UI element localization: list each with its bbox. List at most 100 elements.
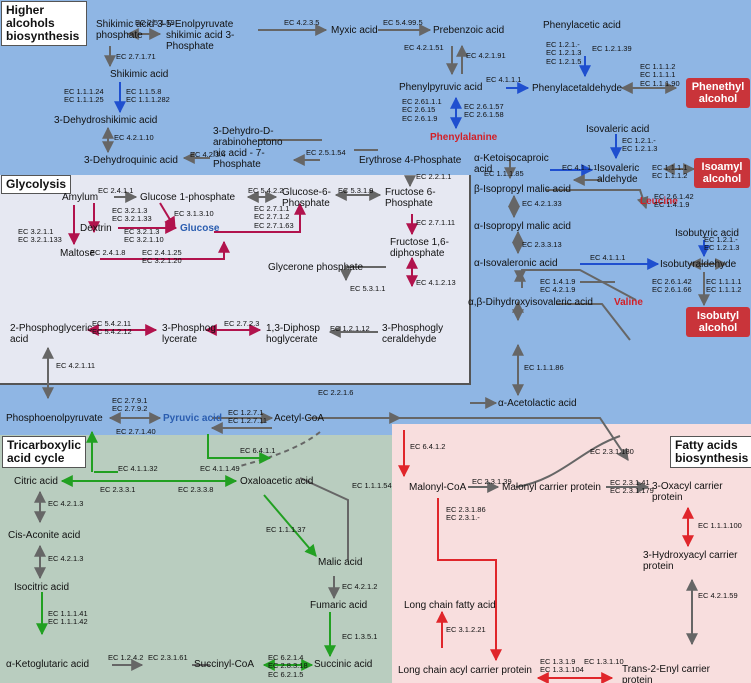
- glycolysis-region: [0, 175, 471, 385]
- node-cisaconite: Cis-Aconite acid: [8, 530, 81, 541]
- enzyme-label: EC 4.2.3.4: [190, 150, 226, 159]
- enzyme-label: EC 2.7.1.1 EC 2.7.1.2 EC 2.7.1.63: [254, 204, 294, 230]
- enzyme-label: EC 4.2.1.3: [48, 554, 84, 563]
- node-glucose1p: Glucose 1-phosphate: [140, 192, 236, 203]
- enzyme-label: EC 4.2.1.11: [56, 361, 96, 370]
- enzyme-label: EC 5.4.2.11 EC 5.4.2.12: [92, 319, 132, 337]
- enzyme-label: EC 4.1.1.49: [200, 464, 240, 473]
- enzyme-label: EC 2.3.3.8: [178, 485, 214, 494]
- enzyme-label: EC 2.4.1.1: [98, 186, 134, 195]
- tca-title: Tricarboxylic acid cycle: [2, 436, 87, 468]
- higher-alcohols-title: Higher alcohols biosynthesis: [1, 1, 87, 46]
- fatty-acids-title: Fatty acids biosynthesis: [670, 436, 751, 468]
- node-ketoisocaproic: α-Ketoisocaproic acid: [474, 153, 549, 175]
- enzyme-label: EC 4.1.1.32: [118, 464, 158, 473]
- enzyme-label: EC 3.1.2.21: [446, 625, 486, 634]
- enzyme-label: EC 1.1.1.41 EC 1.1.1.42: [48, 609, 88, 627]
- enzyme-label: EC 1.1.1.86: [524, 363, 564, 372]
- enzyme-label: EC 2.3.1.39: [472, 477, 512, 486]
- enzyme-label: EC 1.1.1.24 EC 1.1.1.25: [64, 87, 104, 105]
- enzyme-label: EC 2.6.1.42 EC 1.4.1.9: [654, 192, 694, 210]
- enzyme-label: EC 4.1.1.1: [562, 163, 598, 172]
- node-maltose: Maltose: [60, 248, 96, 259]
- node-enoyl-acp: Trans-2-Enyl carrier protein: [622, 664, 710, 683]
- node-glycerone: Glycerone phosphate: [268, 262, 364, 273]
- enzyme-label: EC 4.2.1.59: [698, 591, 738, 600]
- enzyme-label: EC 4.1.1.1: [486, 75, 522, 84]
- product-phenethyl-alcohol: Phenethyl alcohol: [686, 78, 750, 108]
- node-bpg: 1,3-Diphosp hoglycerate: [266, 323, 320, 345]
- node-erythrose: Erythrose 4-Phosphate: [359, 155, 462, 166]
- node-succinylcoa: Succinyl-CoA: [194, 659, 255, 670]
- enzyme-label: EC 1.2.1.- EC 1.2.1.3 EC 1.2.1.5: [546, 40, 582, 66]
- enzyme-label: EC 1.3.1.9 EC 1.3.1.104: [540, 657, 584, 675]
- enzyme-label: EC 2.3.3.1: [100, 485, 136, 494]
- node-malonylcoa: Malonyl-CoA: [409, 482, 467, 493]
- enzyme-label: EC 1.2.1.12: [330, 324, 370, 333]
- enzyme-label: EC 4.2.1.33: [522, 199, 562, 208]
- enzyme-label: EC 6.4.1.1: [240, 446, 276, 455]
- node-citric: Citric acid: [14, 476, 58, 487]
- product-isobutyl-alcohol: Isobutyl alcohol: [686, 307, 750, 337]
- enzyme-label: EC 2.61.1.1 EC 2.6.15 EC 2.6.1.9: [402, 97, 442, 123]
- node-isobutyric: Isobutyric acid: [675, 228, 739, 239]
- node-fructose6p: Fructose 6- Phosphate: [385, 187, 436, 209]
- enzyme-label: EC 1.3.1.10: [584, 657, 624, 666]
- enzyme-label: EC 1.1.1.85: [484, 169, 524, 178]
- node-pga2: 2-Phosphoglyceric acid: [10, 323, 93, 345]
- enzyme-label: EC 4.2.1.51: [404, 43, 444, 52]
- node-dihydroxyisovaleric: α,β-Dihydroxyisovaleric acid: [468, 297, 593, 308]
- enzyme-label: EC 4.1.1.1: [590, 253, 626, 262]
- enzyme-label: EC 2.7.1.11: [416, 218, 456, 227]
- node-dahp: 3-Dehydro-D- arabinoheptono nic acid - 7…: [213, 126, 283, 170]
- node-isocitric: Isocitric acid: [14, 582, 70, 593]
- enzyme-label: EC 1.1.1.1 EC 1.1.1.2: [652, 163, 688, 181]
- node-hydroxyacyl-acp: 3-Hydroxyacyl carrier protein: [643, 550, 738, 572]
- node-isopropylmalic-b: β-Isopropyl malic acid: [474, 184, 571, 195]
- node-dehydroquinic: 3-Dehydroquinic acid: [84, 155, 178, 166]
- node-lc-acyl-acp: Long chain acyl carrier protein: [398, 665, 532, 676]
- enzyme-label: EC 2.4.1.25 EC 3.2.1.20: [142, 248, 182, 266]
- enzyme-label: EC 2.3.1.180: [590, 447, 634, 456]
- enzyme-label: EC 1.1.1.2 EC 1.1.1.1 EC 1.1.1.90: [640, 62, 680, 88]
- node-myxic: Myxic acid: [331, 25, 378, 36]
- enzyme-label: EC 4.2.1.2: [342, 582, 378, 591]
- enzyme-label: EC 2.3.1.86 EC 2.3.1.-: [446, 505, 486, 523]
- enzyme-label: EC 5.3.1.1: [350, 284, 386, 293]
- enzyme-label: EC 1.1.1.37: [266, 525, 306, 534]
- enzyme-label: EC 2.3.1.61: [148, 653, 188, 662]
- enzyme-label: EC 2.5.1.19: [135, 18, 175, 27]
- enzyme-label: EC 6.2.1.4 EC 2.8.3.18 EC 6.2.1.5: [268, 653, 308, 679]
- node-dehydroshikimic: 3-Dehydroshikimic acid: [54, 115, 158, 126]
- node-ketoglutaric: α-Ketoglutaric acid: [6, 659, 90, 670]
- node-acetylcoa: Acetyl-CoA: [274, 413, 325, 424]
- node-lcfa: Long chain fatty acid: [404, 600, 496, 611]
- enzyme-label: EC 2.7.1.71: [116, 52, 156, 61]
- enzyme-label: EC 1.2.1.- EC 1.2.1.3: [622, 136, 658, 154]
- node-phenylacetic: Phenylacetic acid: [543, 20, 621, 31]
- node-amylum: Amylum: [62, 192, 99, 203]
- node-pep: Phosphoenolpyruvate: [6, 413, 103, 424]
- node-shikimic: Shikimic acid: [110, 69, 169, 80]
- enzyme-label: EC 1.1.1.54: [352, 481, 392, 490]
- node-fructose16: Fructose 1,6- diphosphate: [390, 237, 449, 259]
- enzyme-label: EC 3.2.1.3 EC 3.2.1.33: [112, 206, 152, 224]
- node-malonyl-acp: Malonyl carrier protein: [502, 482, 601, 493]
- enzyme-label: EC 2.5.1.54: [306, 148, 346, 157]
- enzyme-label: EC 5.4.99.5: [383, 18, 423, 27]
- node-phenylpyruvic: Phenylpyruvic acid: [399, 82, 483, 93]
- enzyme-label: EC 2.7.9.1 EC 2.7.9.2: [112, 396, 148, 414]
- enzyme-label: EC 5.4.2.2: [248, 186, 284, 195]
- enzyme-label: EC 2.3.1.41 EC 2.3.1.179: [610, 478, 654, 496]
- node-acetolactic: α-Acetolactic acid: [498, 398, 577, 409]
- enzyme-label: EC 2.2.1.6: [318, 388, 354, 397]
- node-shikimic3p: Shikimic acid 3- phosphate: [96, 19, 167, 41]
- enzyme-label: EC 1.4.1.9 EC 4.2.1.9: [540, 277, 576, 295]
- node-malic: Malic acid: [318, 557, 363, 568]
- node-fumaric: Fumaric acid: [310, 600, 368, 611]
- enzyme-label: EC 3.2.1.1 EC 3.2.1.133: [18, 227, 62, 245]
- enzyme-label: EC 1.3.5.1: [342, 632, 378, 641]
- enzyme-label: EC 1.1.1.1 EC 1.1.1.2: [706, 277, 742, 295]
